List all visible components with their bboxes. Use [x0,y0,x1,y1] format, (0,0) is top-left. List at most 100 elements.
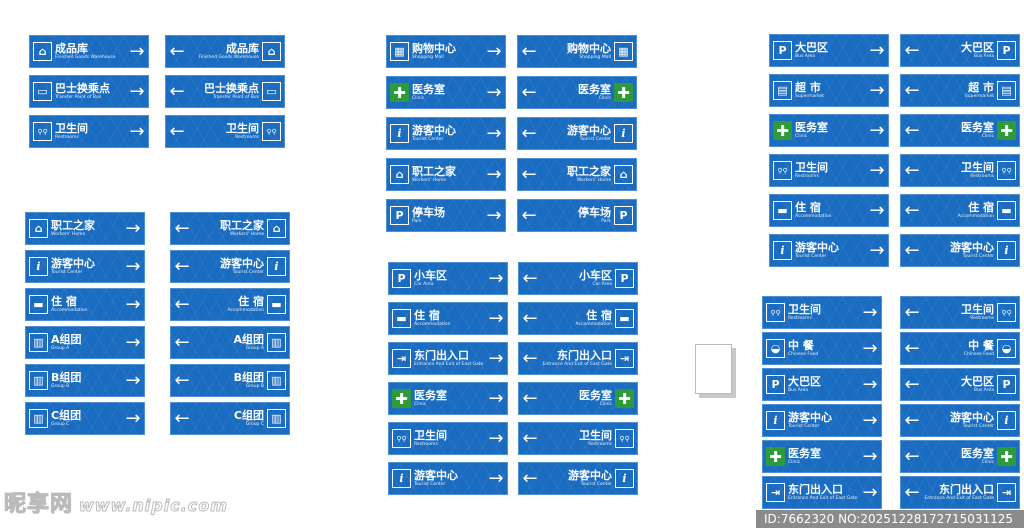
arrow-right-icon: → [129,80,145,102]
sign-label-zh: 医务室 [795,121,828,134]
sign-label-en: Clinic [981,134,994,139]
sign-label-en: Tourist Center [51,270,83,275]
clinic-cross-icon: ✚ [997,447,1016,466]
arrow-right-icon: → [862,481,878,503]
sign-label-zh: 东门出入口 [788,483,843,496]
sign-label-zh: 大巴区 [961,41,994,54]
arrow-right-icon: → [862,301,878,323]
building-icon: ▥ [267,333,286,352]
sign-label-en: Bus Area [788,388,809,393]
arrow-left-icon: ← [904,301,920,323]
exit-icon: ⇥ [766,483,785,502]
sign-label-zh: 住 宿 [968,201,994,214]
parking-icon: P [392,269,411,288]
sign-label-zh: 游客中心 [220,257,264,270]
parking-icon: P [766,375,785,394]
sign-label-zh: 卫生间 [55,122,88,135]
arrow-right-icon: → [125,369,141,391]
arrow-left-icon: ← [521,122,537,144]
arrow-left-icon: ← [521,204,537,226]
sign-label-zh: B组团 [51,371,82,384]
sign-label-zh: 巴士换乘点 [204,82,259,95]
sign-label-en: Shopping Mall [412,55,444,60]
sign-label-en: Restrooms [970,316,994,321]
arrow-left-icon: ← [521,40,537,62]
sign-label-zh: C组团 [233,409,264,422]
sign-label-zh: A组团 [233,333,264,346]
info-icon: i [29,257,48,276]
sign-label-zh: 住 宿 [586,309,612,322]
arrow-left-icon: ← [904,119,920,141]
sign-label-en: Group B [51,384,70,389]
clinic-cross-icon: ✚ [766,447,785,466]
sign-label-zh: 医务室 [961,121,994,134]
arrow-right-icon: → [869,79,885,101]
shopping-cart-icon: ▦ [614,42,633,61]
sign-label-zh: 医务室 [961,447,994,460]
sign-label-zh: 卫生间 [788,303,821,316]
sign-label-zh: 大巴区 [795,41,828,54]
sign-label-en: Entrance And Exit of East Gate [924,496,994,501]
sign-label-zh: 医务室 [414,389,447,402]
clinic-cross-icon: ✚ [392,389,411,408]
arrow-left-icon: ← [169,40,185,62]
exit-icon: ⇥ [997,483,1016,502]
sign-label-en: Tourist Center [412,137,444,142]
sign-label-en: Tourist Center [580,482,612,487]
info-icon: i [614,124,633,143]
sign-label-zh: 游客中心 [412,124,456,137]
arrow-right-icon: → [869,239,885,261]
sign-label-en: Accommodation [795,214,832,219]
arrow-left-icon: ← [521,163,537,185]
sign-label-zh: 大巴区 [961,375,994,388]
arrow-right-icon: → [125,217,141,239]
bed-icon: ▬ [392,309,411,328]
parking-icon: P [615,269,634,288]
sign-label-en: Group A [51,346,70,351]
arrow-left-icon: ← [174,331,190,353]
sign-label-en: Restrooms [55,135,79,140]
bed-icon: ▬ [615,309,634,328]
sign-label-en: Restrooms [414,442,438,447]
arrow-right-icon: → [869,159,885,181]
arrow-left-icon: ← [522,387,538,409]
image-id-banner: ID:7662320 NO:20251228172715031125 [756,510,1024,528]
sign-label-en: Entrance And Exit of East Gate [414,362,484,367]
sign-label-en: Group B [245,384,264,389]
sign-label-zh: 住 宿 [795,201,821,214]
sign-label-en: Restrooms [235,135,259,140]
sign-label-en: Finished Goods Warehouse [55,55,116,60]
